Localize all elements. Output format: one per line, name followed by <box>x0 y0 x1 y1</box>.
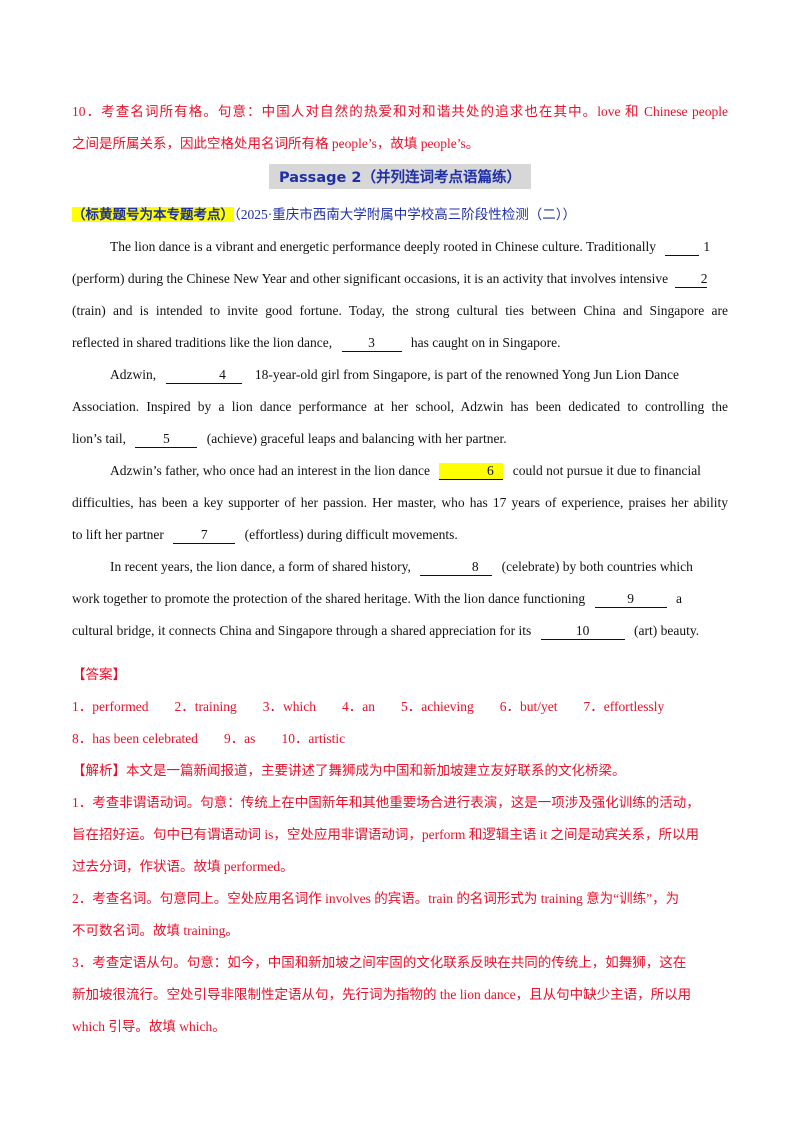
p3-text: (effortless) during difficult movements. <box>244 527 458 542</box>
p3-line-1: Adzwin’s father, who once had an interes… <box>72 455 728 487</box>
answer-item: 3．which <box>262 699 316 714</box>
passage-title: Passage 2（并列连词考点语篇练） <box>269 164 531 189</box>
p4-text: In recent years, the lion dance, a form … <box>110 559 411 574</box>
blank-1[interactable]: 1 <box>665 239 710 256</box>
p2-line-3: lion’s tail, 5 (achieve) graceful leaps … <box>72 423 728 455</box>
blank-4[interactable]: 4 <box>165 367 242 384</box>
analysis-heading: 【解析】本文是一篇新闻报道，主要讲述了舞狮成为中国和新加坡建立友好联系的文化桥梁… <box>72 763 626 778</box>
blank-6[interactable]: 6 <box>439 463 504 480</box>
p2-text: (achieve) graceful leaps and balancing w… <box>206 431 507 446</box>
analysis-line: 1．考查非谓语动词。句意：传统上在中国新年和其他重要场合进行表演，这是一项涉及强… <box>72 795 700 810</box>
answer-row-1: 1．performed 2．training 3．which 4．an 5．achiev… <box>72 691 728 723</box>
p4-text: cultural bridge, it connects China and S… <box>72 623 532 638</box>
top-note-line-1: 10．考查名词所有格。句意：中国人对自然的热爱和对和谐共处的追求也在其中。lov… <box>72 104 728 119</box>
answer-item: 4．an <box>341 699 375 714</box>
analysis-line: 旨在招好运。句中已有谓语动词 is，空处应用非谓语动词，perform 和逻辑主… <box>72 827 699 842</box>
blank-10[interactable]: 10 <box>540 623 625 640</box>
p2-text: lion’s tail, <box>72 431 126 446</box>
answer-item: 9．as <box>223 731 256 746</box>
p4-line-2: work together to promote the protection … <box>72 583 728 615</box>
answer-item: 5．achieving <box>400 699 474 714</box>
answer-heading: 【答案】 <box>72 667 126 682</box>
focus-tag: （标黄题号为本专题考点） <box>72 207 234 222</box>
top-note-line-2: 之间是所属关系，因此空格处用名词所有格 people’s，故填 people’s… <box>72 136 480 151</box>
passage-title-wrap: Passage 2（并列连词考点语篇练） <box>72 164 728 189</box>
blank-8[interactable]: 8 <box>420 559 493 576</box>
blank-9[interactable]: 9 <box>594 591 667 608</box>
p4-line-1: In recent years, the lion dance, a form … <box>72 551 728 583</box>
p2-text: 18-year-old girl from Singapore, is part… <box>254 367 680 382</box>
p3-text: could not pursue it due to financial <box>512 463 701 478</box>
p1-text: (perform) during the Chinese New Year an… <box>72 271 669 286</box>
p4-text: work together to promote the protection … <box>72 591 586 606</box>
p4-text: (art) beauty. <box>634 623 700 638</box>
document-page: 10．考查名词所有格。句意：中国人对自然的热爱和对和谐共处的追求也在其中。lov… <box>72 96 728 1043</box>
p4-text: (celebrate) by both countries which <box>501 559 693 574</box>
p3-text: Adzwin’s father, who once had an interes… <box>110 463 430 478</box>
p1-text: reflected in shared traditions like the … <box>72 335 333 350</box>
answer-item: 8．has been celebrated <box>72 731 198 746</box>
p3-text: to lift her partner <box>72 527 164 542</box>
analysis-line: 不可数名词。故填 training。 <box>72 923 239 938</box>
p1-line-1: The lion dance is a vibrant and energeti… <box>72 231 728 263</box>
p4-line-3: cultural bridge, it connects China and S… <box>72 615 728 647</box>
answer-row-2: 8．has been celebrated 9．as 10．artistic <box>72 723 728 755</box>
p2-text: Adzwin, <box>110 367 157 382</box>
analysis-line: 过去分词，作状语。故填 performed。 <box>72 859 294 874</box>
source-text: （2025·重庆市西南大学附属中学校高三阶段性检测（二）） <box>234 207 576 222</box>
answer-item: 7．effortlessly <box>583 699 665 714</box>
analysis-line: 3．考查定语从句。句意：如今，中国和新加坡之间牢固的文化联系反映在共同的传统上，… <box>72 955 687 970</box>
p2-line-1: Adzwin, 4 18-year-old girl from Singapor… <box>72 359 728 391</box>
analysis-line: 2．考查名词。句意同上。空处应用名词作 involves 的宾语。train 的… <box>72 891 680 906</box>
answer-item: 6．but/yet <box>499 699 558 714</box>
answer-item: 10．artistic <box>281 731 346 746</box>
p1-line-2: (perform) during the Chinese New Year an… <box>72 263 728 295</box>
source-line: （标黄题号为本专题考点）（2025·重庆市西南大学附属中学校高三阶段性检测（二）… <box>72 199 728 231</box>
blank-5[interactable]: 5 <box>135 431 198 448</box>
analysis-line: which 引导。故填 which。 <box>72 1019 226 1034</box>
p3-line-3: to lift her partner 7 (effortless) durin… <box>72 519 728 551</box>
blank-3[interactable]: 3 <box>341 335 402 352</box>
p1-line-4: reflected in shared traditions like the … <box>72 327 728 359</box>
p1-text: The lion dance is a vibrant and energeti… <box>110 239 656 254</box>
blank-7[interactable]: 7 <box>173 527 236 544</box>
answer-item: 1．performed <box>72 699 149 714</box>
analysis-line: 新加坡很流行。空处引导非限制性定语从句，先行词为指物的 the lion dan… <box>72 987 692 1002</box>
p1-text: has caught on in Singapore. <box>410 335 561 350</box>
p3-line-2: difficulties, has been a key supporter o… <box>72 495 728 510</box>
p2-line-2: Association. Inspired by a lion dance pe… <box>72 399 728 414</box>
blank-2[interactable]: 2 <box>675 271 708 288</box>
answer-item: 2．training <box>174 699 237 714</box>
p1-line-3: (train) and is intended to invite good f… <box>72 303 728 318</box>
p4-text: a <box>675 591 682 606</box>
